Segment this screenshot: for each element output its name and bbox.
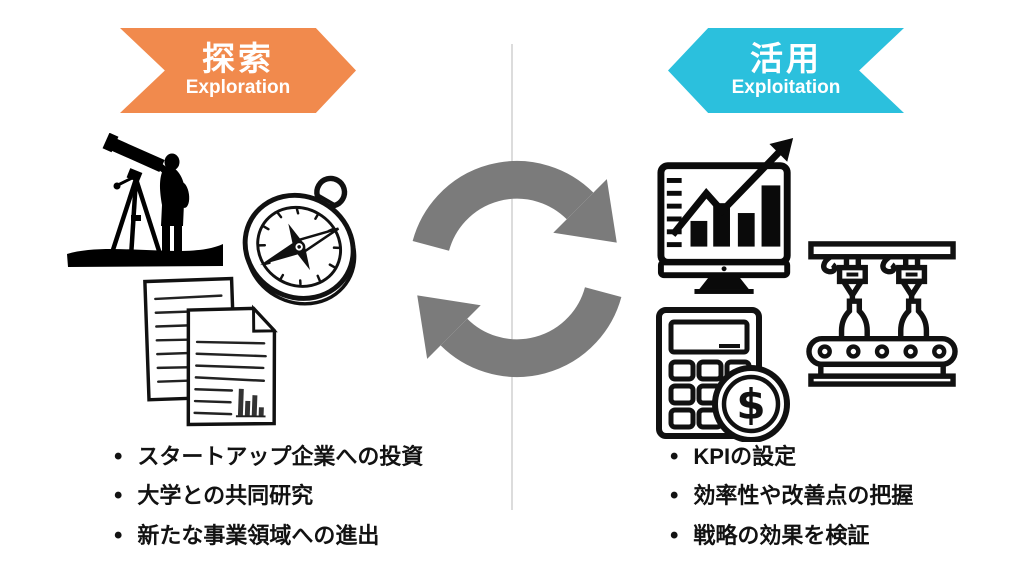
list-item: 効率性や改善点の把握 xyxy=(670,483,913,509)
list-item: KPIの設定 xyxy=(670,444,913,470)
list-item: スタートアップ企業への投資 xyxy=(114,444,423,470)
center-divider xyxy=(511,44,513,510)
list-item: 大学との共同研究 xyxy=(114,483,423,509)
documents-icon xyxy=(143,276,278,427)
telescope-observer-icon xyxy=(67,133,223,267)
dollar-symbol: $ xyxy=(736,380,765,429)
exploitation-bullet-list: KPIの設定 効率性や改善点の把握 戦略の効果を検証 xyxy=(670,444,913,562)
exploration-banner: 探索 Exploration xyxy=(120,28,356,113)
production-line-icon xyxy=(806,241,958,387)
exploitation-title: 活用 xyxy=(750,39,822,77)
exploitation-subtitle: Exploitation xyxy=(731,77,841,99)
exploitation-banner: 活用 Exploitation xyxy=(668,28,904,113)
exploration-title: 探索 xyxy=(202,39,274,77)
compass-icon xyxy=(242,175,357,306)
cycle-arrows-icon xyxy=(412,161,622,377)
calculator-dollar-icon: $ xyxy=(656,307,790,442)
exploration-subtitle: Exploration xyxy=(185,77,291,99)
growth-chart-monitor-icon xyxy=(657,138,794,294)
list-item: 戦略の効果を検証 xyxy=(670,523,913,549)
exploration-bullet-list: スタートアップ企業への投資 大学との共同研究 新たな事業領域への進出 xyxy=(114,444,423,562)
list-item: 新たな事業領域への進出 xyxy=(114,523,423,549)
